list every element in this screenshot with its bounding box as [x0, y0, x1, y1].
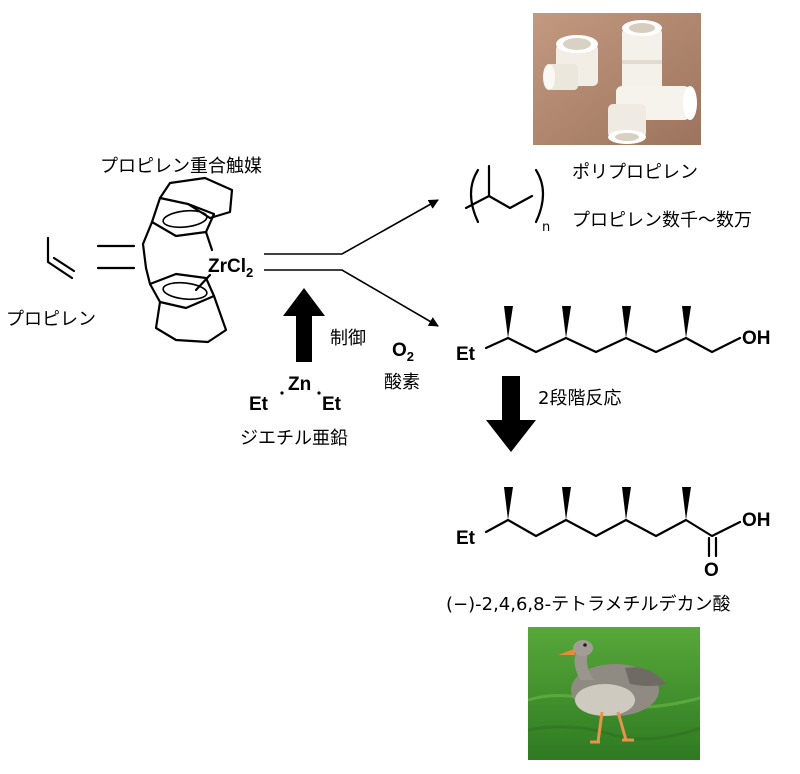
two-step-label: 2段階反応 [538, 388, 621, 409]
catalyst-label: プロピレン重合触媒 [100, 156, 262, 177]
control-arrow [283, 288, 325, 362]
propylene-molecule [46, 236, 76, 280]
oxygen-label: 酸素 [384, 372, 420, 393]
polymer-subscript-n: n [542, 220, 550, 235]
pipe-fittings-photo [533, 13, 701, 145]
hydroxyl-label: OH [742, 328, 771, 349]
pipe-coupler [622, 20, 662, 92]
zinc-label: Zn [288, 374, 311, 395]
arrow-to-alcohol [264, 269, 439, 327]
goose-body [558, 640, 666, 744]
ethyl-left-label: Et [249, 394, 269, 415]
polypropylene-structure [464, 164, 545, 224]
alcohol-structure [484, 306, 742, 354]
arrow-to-polypropylene [264, 199, 439, 255]
control-label: 制御 [330, 328, 366, 349]
acid-structure [484, 487, 742, 558]
alcohol-ethyl-label: Et [456, 344, 476, 365]
polypropylene-size-label: プロピレン数千〜数万 [572, 210, 752, 231]
zirconium-label: ZrCl2 [208, 256, 253, 280]
carbonyl-oxygen-label: O [704, 560, 719, 581]
acid-hydroxyl-label: OH [742, 510, 771, 531]
zirconocene-catalyst [141, 176, 234, 344]
acid-ethyl-label: Et [456, 528, 476, 549]
two-step-arrow [486, 376, 536, 452]
ethyl-right-label: Et [322, 394, 342, 415]
pipe-tee-front [608, 86, 697, 144]
polypropylene-label: ポリプロピレン [572, 162, 698, 183]
diethylzinc-structure: Zn Et Et [249, 374, 342, 415]
propylene-label: プロピレン [6, 309, 96, 330]
acid-name-label: (−)-2,4,6,8-テトラメチルデカン酸 [446, 594, 731, 615]
diethylzinc-label: ジエチル亜鉛 [240, 428, 348, 449]
pipe-tee-left [543, 35, 598, 90]
oxygen-formula: O2 [392, 340, 414, 364]
goose-photo [527, 627, 701, 760]
